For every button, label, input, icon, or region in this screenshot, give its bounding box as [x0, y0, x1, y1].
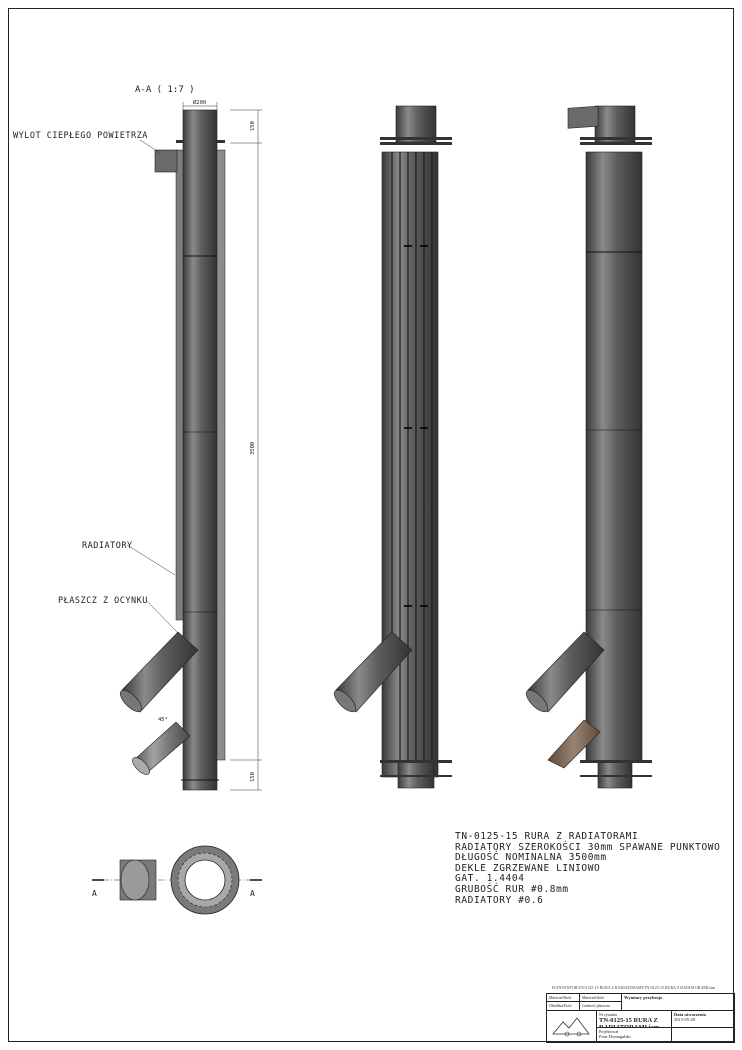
angle-dimension: 45°: [158, 717, 168, 723]
company-logo-icon: [552, 1017, 590, 1037]
note-line: DEKLE ZGRZEWANE LINIOWO: [455, 862, 601, 874]
designer-name: Piotr Domagalski: [599, 1034, 631, 1039]
drawing-number: TN-0125-15 RURA Z RADIATORAMI.iam: [599, 1017, 660, 1028]
designer-label: Projektował: [599, 1029, 619, 1034]
date-value: 2015-05-28: [674, 1017, 695, 1022]
material-label: Materiał/Ilość: [547, 994, 580, 1002]
bottom-dimension: 150: [250, 772, 256, 782]
section-mark-left: A: [92, 889, 97, 898]
note-line: GAT. 1.4404: [455, 873, 525, 885]
empty-cell: [672, 1028, 735, 1043]
material-value: Materiał/ilość: [580, 994, 622, 1002]
note-line: TN-0125-15 RURA Z RADIATORAMI: [455, 831, 639, 842]
section-view: A-A ( 1:7 ): [119, 85, 262, 791]
top-section-view: A A: [92, 845, 262, 915]
file-path: H:\INVENTOR\TN-0125-15 RURA Z RADIATORAM…: [552, 985, 716, 990]
dimension-lines: [126, 102, 262, 791]
note-line: RADIATORY SZEROKOŚCI 30mm SPAWANE PUNKTO…: [455, 841, 721, 853]
callout-radiators: RADIATORY: [82, 541, 133, 551]
treatment-label: Obróbka/Ilość: [547, 1002, 580, 1011]
note-line: RADIATORY #0.6: [455, 894, 544, 906]
section-mark-right: A: [250, 889, 255, 898]
drawing-sheet-border: [8, 8, 734, 1042]
total-length-dimension: 3500: [250, 442, 256, 455]
dims-label: Wymiary przybrojo: [622, 994, 735, 1011]
logo: [547, 1011, 597, 1043]
drawing-notes: TN-0125-15 RURA Z RADIATORAMI RADIATORY …: [455, 831, 721, 906]
title-block: Materiał/Ilość Materiał/ilość Wymiary pr…: [546, 993, 735, 1043]
callout-outlet: WYLOT CIEPŁEGO POWIETRZA: [13, 131, 148, 141]
jacket-wall: [216, 149, 226, 761]
date-cell: Data utworzenia 2015-05-28: [672, 1011, 735, 1028]
designer-cell: Projektował Piotr Domagalski: [597, 1028, 672, 1043]
callout-jacket: PŁASZCZ Z OCYNKU: [58, 596, 148, 606]
date-label: Data utworzenia: [674, 1012, 706, 1017]
outlet-box: [154, 149, 178, 173]
main-tube: [182, 109, 218, 791]
radiator-view: [333, 105, 452, 789]
section-title: A-A ( 1:7 ): [135, 85, 195, 95]
drawing-label: Nr rysunku: [599, 1012, 618, 1017]
top-dimension: 150: [250, 121, 256, 131]
outer-view: [525, 105, 652, 789]
note-line: GRUBOŚĆ RUR #0.8mm: [455, 883, 569, 895]
surface-label: Grubość płaszcza: [580, 1002, 622, 1011]
note-line: DŁUGOŚĆ NOMINALNA 3500mm: [455, 852, 607, 864]
drawing-number-cell: Nr rysunku TN-0125-15 RURA Z RADIATORAMI…: [597, 1011, 672, 1028]
diameter-dimension: Ø200: [193, 99, 206, 106]
inlet-elbow: [119, 631, 199, 775]
radiator-strip: [175, 149, 184, 621]
